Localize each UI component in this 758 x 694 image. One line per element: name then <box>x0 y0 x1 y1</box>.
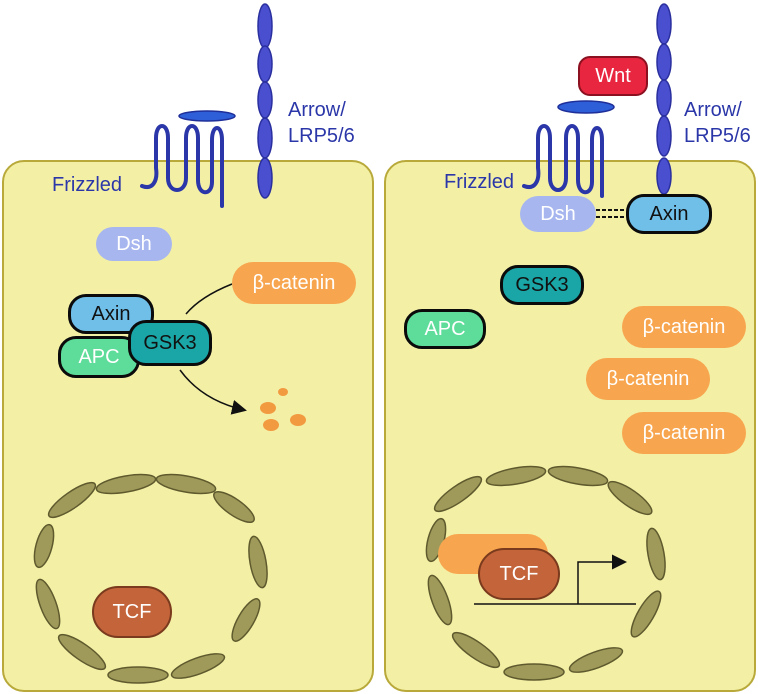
right-frizzled-label: Frizzled <box>444 171 515 193</box>
left-dsh: Dsh <box>96 227 172 261</box>
right-beta-catenin-1: β-catenin <box>622 306 746 348</box>
left-destruction-arc <box>185 283 233 315</box>
left-apc: APC <box>58 336 140 378</box>
beta-catenin-fragment <box>290 414 306 426</box>
left-degradation-arrow <box>179 369 247 415</box>
right-frizzled-receptor <box>522 124 604 198</box>
left-frizzled-label: Frizzled <box>52 174 123 196</box>
right-lrp-label-line2: LRP5/6 <box>684 125 751 147</box>
right-tcf: TCF <box>478 548 560 600</box>
left-frizzled-receptor <box>140 124 224 208</box>
left-beta-catenin: β-catenin <box>232 262 356 304</box>
left-axin: Axin <box>68 294 154 334</box>
left-frizzled-crd <box>178 110 236 122</box>
right-nucleus-envelope <box>425 465 666 681</box>
right-beta-catenin-3: β-catenin <box>622 412 746 454</box>
left-gsk3: GSK3 <box>128 320 212 366</box>
left-lrp-label-line1: Arrow/ <box>288 99 346 121</box>
right-apc: APC <box>404 309 486 349</box>
dsh-axin-link <box>596 209 626 218</box>
wnt-ligand: Wnt <box>578 56 648 96</box>
right-frizzled-crd <box>557 100 615 114</box>
left-lrp-chain <box>257 3 273 199</box>
left-tcf: TCF <box>92 586 172 638</box>
right-axin: Axin <box>626 194 712 234</box>
beta-catenin-fragment <box>260 402 276 414</box>
right-lrp-chain <box>656 3 672 195</box>
right-lrp-label-line1: Arrow/ <box>684 99 742 121</box>
right-beta-catenin-2: β-catenin <box>586 358 710 400</box>
beta-catenin-fragment <box>278 388 288 396</box>
right-dsh: Dsh <box>520 196 596 232</box>
right-gsk3: GSK3 <box>500 265 584 305</box>
beta-catenin-fragment <box>263 419 279 431</box>
left-cell <box>2 160 374 692</box>
transcription-start-arrow <box>577 554 627 604</box>
left-lrp-label-line2: LRP5/6 <box>288 125 355 147</box>
left-nucleus-envelope <box>33 473 268 684</box>
